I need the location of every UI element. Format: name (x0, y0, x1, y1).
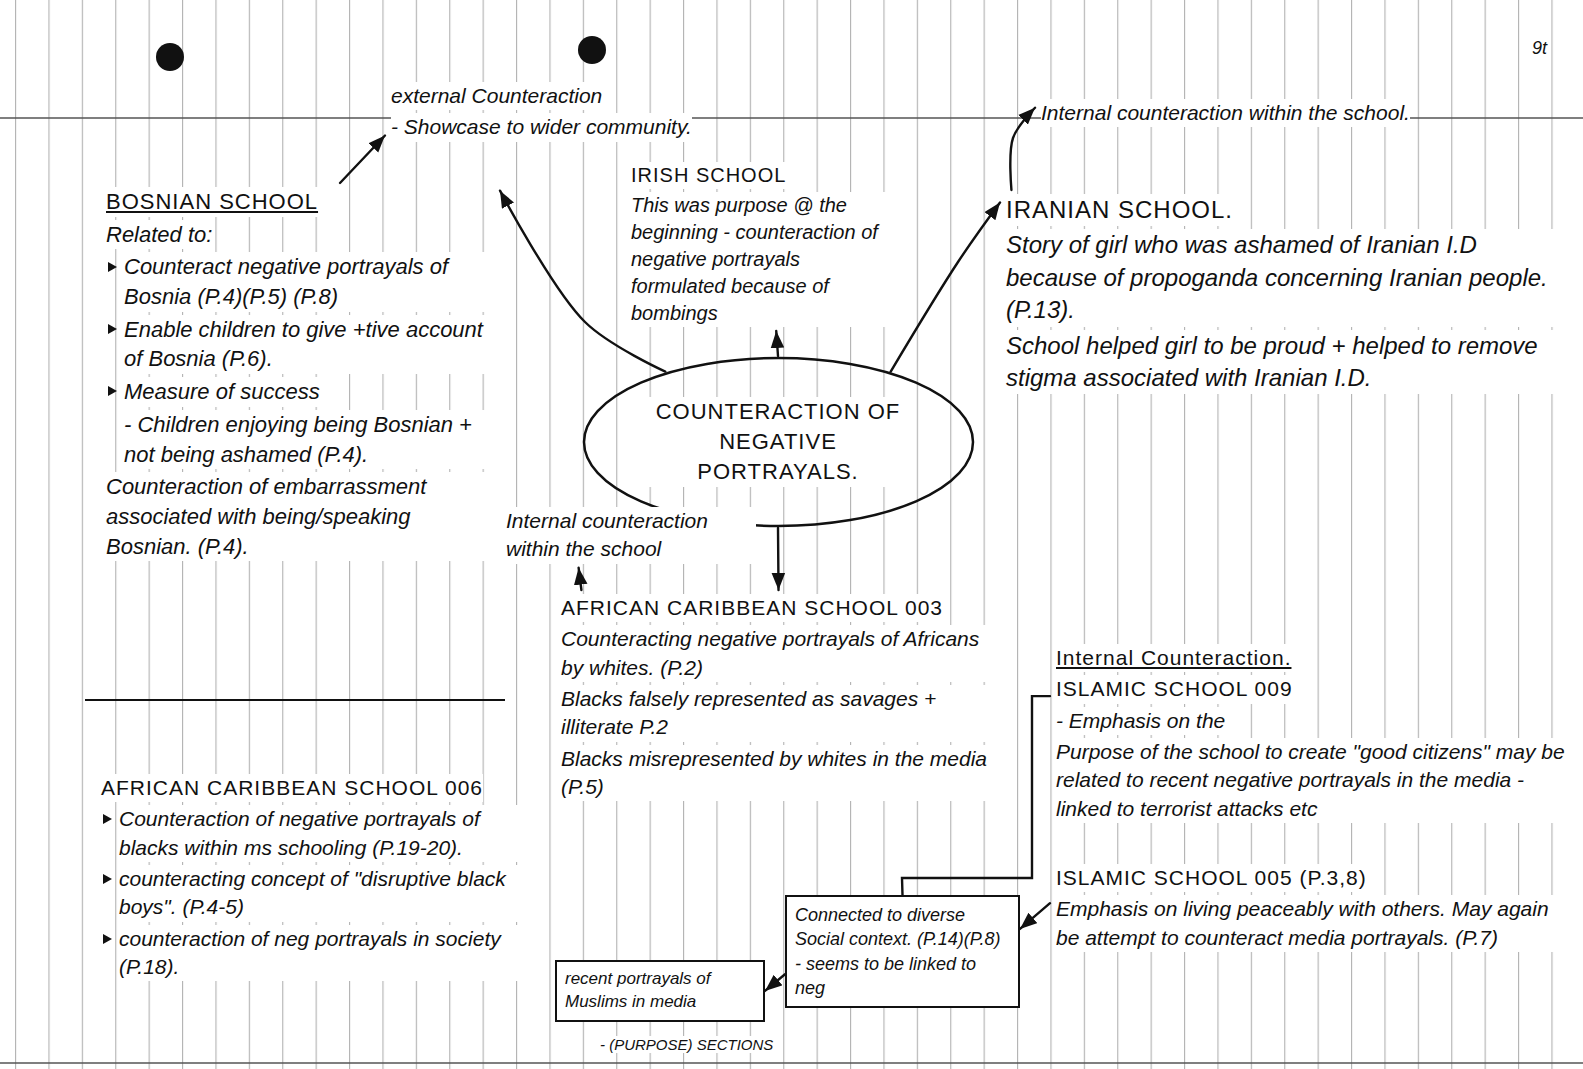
arrow-connector (579, 568, 582, 590)
arrow-connector (776, 331, 778, 356)
note-text: recent portrayals of Muslims in media (565, 968, 755, 1014)
school-heading: ISLAMIC SCHOOL 005 (P.3,8) (1056, 864, 1367, 892)
school-heading: IRISH SCHOOL (631, 162, 786, 189)
school-heading: AFRICAN CARIBBEAN SCHOOL 003 (561, 594, 943, 622)
note-text: Internal counteraction within the school… (1041, 99, 1410, 127)
school-heading: IRANIAN SCHOOL. (1006, 194, 1233, 226)
note-box: recent portrayals of Muslims in media (555, 960, 765, 1022)
note-text: external Counteraction (391, 82, 602, 110)
text-cluster: Internal counteraction within the school… (1035, 95, 1455, 131)
note-text: counteracting concept of "disruptive bla… (119, 865, 539, 922)
note-box: Connected to diverse Social context. (P.… (785, 895, 1020, 1008)
note-text: Emphasis on living peaceably with others… (1056, 895, 1571, 952)
text-cluster: BOSNIAN SCHOOLRelated to:Counteract nega… (100, 183, 500, 565)
note-text: - Children enjoying being Bosnian + not … (124, 410, 494, 469)
note-text: Counteracting negative portrayals of Afr… (561, 625, 989, 682)
note-text: This was purpose @ the beginning - count… (631, 192, 894, 327)
note-text: Connected to diverse Social context. (P.… (795, 903, 1010, 1000)
divider-line (85, 699, 505, 701)
note-text: - Showcase to wider community. (391, 113, 692, 141)
arrow-connector (1020, 903, 1050, 929)
school-heading: AFRICAN CARIBBEAN SCHOOL 006 (101, 774, 483, 802)
text-cluster: IRANIAN SCHOOL.Story of girl who was ash… (1000, 190, 1572, 398)
footer-note: - (PURPOSE) SECTIONS (600, 1036, 773, 1053)
arrow-connector (765, 974, 785, 991)
note-text: School helped girl to be proud + helped … (1006, 330, 1566, 395)
text-cluster: AFRICAN CARIBBEAN SCHOOL 003Counteractin… (555, 590, 995, 805)
text-cluster: IRISH SCHOOL This was purpose @ the begin… (625, 158, 900, 331)
arrow-connector (340, 136, 385, 183)
note-text: Enable children to give +tive account of… (124, 315, 494, 374)
note-text: Counteract negative portrayals of Bosnia… (124, 252, 494, 311)
note-text: Purpose of the school to create "good ci… (1056, 738, 1571, 823)
note-text: Story of girl who was ashamed of Iranian… (1006, 229, 1566, 326)
bottom-line (0, 1062, 1583, 1064)
note-text: Counteraction of negative portrayals of … (119, 805, 539, 862)
note-text: Counteraction of embarrassment associate… (106, 472, 494, 561)
punch-hole (578, 36, 606, 64)
note-text: Related to: (106, 220, 212, 250)
note-text: COUNTERACTION OF NEGATIVE PORTRAYALS. (648, 397, 908, 486)
note-text: - Emphasis on the (1056, 707, 1225, 735)
ellipse-shape (584, 358, 973, 526)
text-cluster: Internal Counteraction. ISLAMIC SCHOOL 00… (1050, 640, 1577, 827)
note-text: Internal counteraction within the school (506, 507, 756, 564)
arrow-connector (1010, 108, 1035, 190)
central-ellipse: COUNTERACTION OF NEGATIVE PORTRAYALS. (582, 356, 975, 528)
text-cluster: ISLAMIC SCHOOL 005 (P.3,8) Emphasis on li… (1050, 860, 1577, 956)
text-cluster: external Counteraction - Showcase to wide… (385, 78, 725, 146)
school-heading: BOSNIAN SCHOOL (106, 187, 318, 217)
school-heading: ISLAMIC SCHOOL 009 (1056, 675, 1293, 703)
school-heading: Internal Counteraction. (1056, 644, 1291, 672)
text-cluster: AFRICAN CARIBBEAN SCHOOL 006Counteractio… (95, 770, 545, 985)
note-text: Blacks misrepresented by whites in the m… (561, 745, 989, 802)
page-number: 9t (1532, 38, 1547, 59)
arrow-connector (777, 528, 780, 590)
note-text: Blacks falsely represented as savages + … (561, 685, 989, 742)
note-text: Measure of success (124, 377, 320, 407)
punch-hole (156, 43, 184, 71)
arrow-connector (891, 203, 1000, 372)
note-text: counteraction of neg portrayals in socie… (119, 925, 539, 982)
text-cluster: Internal counteraction within the school (500, 503, 762, 568)
